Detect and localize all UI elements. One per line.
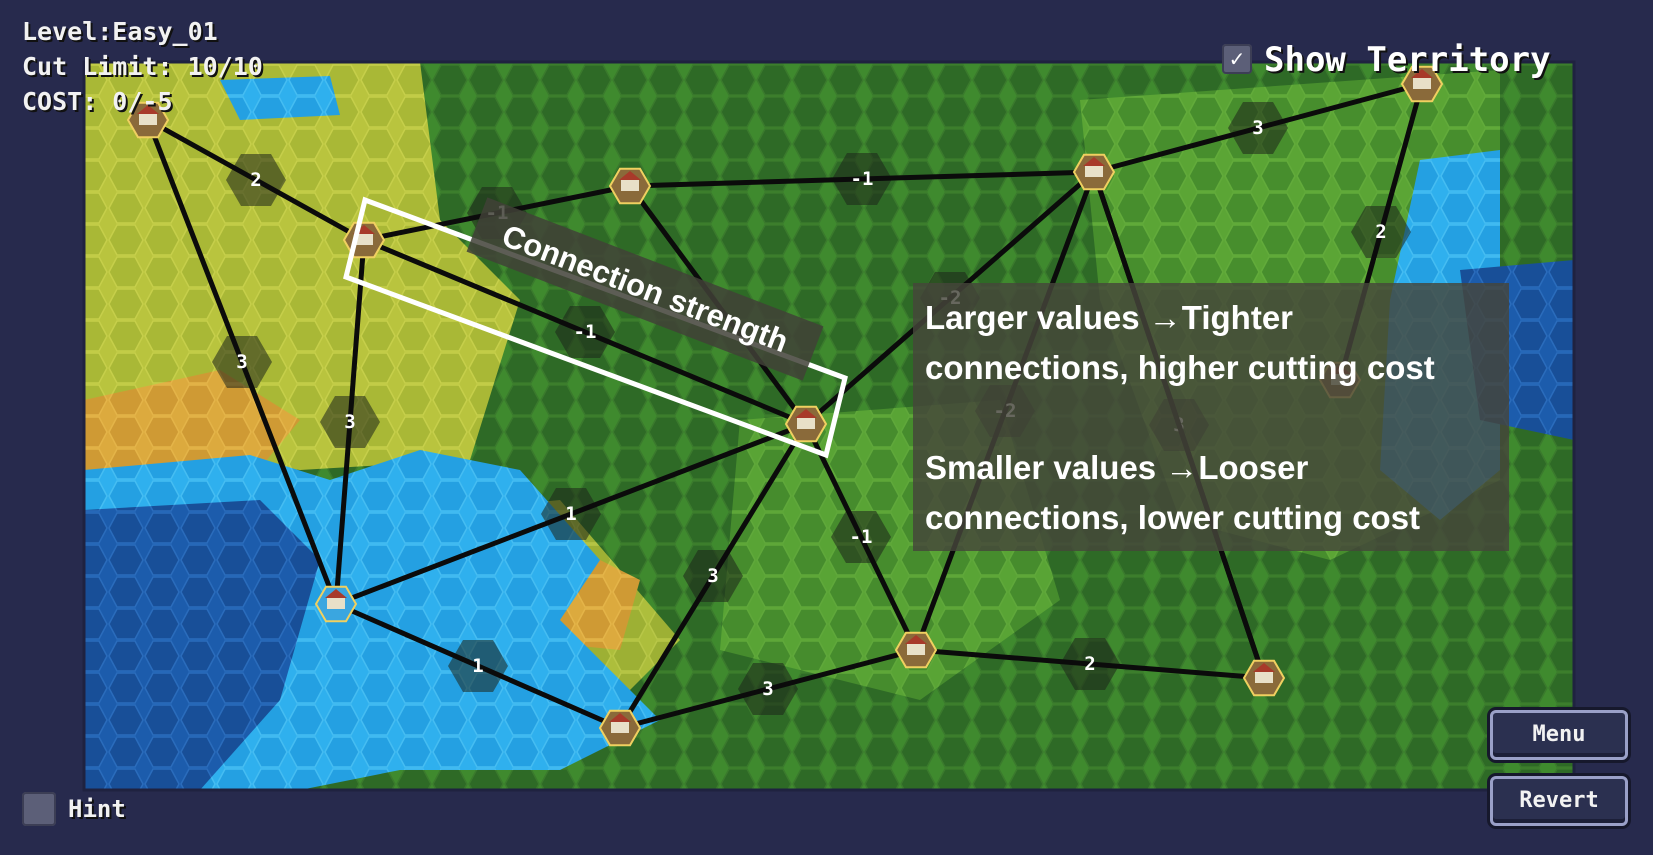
house-icon bbox=[1085, 166, 1103, 177]
callout-larger-line-1: Larger values →Tighter bbox=[925, 299, 1294, 336]
edge-weight-label: 2 bbox=[1375, 221, 1386, 243]
edge-weight-label: 2 bbox=[1084, 653, 1095, 675]
callout-smaller-text: Smaller values →Looser connections, lowe… bbox=[925, 443, 1420, 543]
village-icon[interactable] bbox=[126, 101, 170, 139]
edge-weight-label: 3 bbox=[762, 678, 773, 700]
house-icon bbox=[139, 114, 157, 125]
village-icon[interactable] bbox=[1400, 65, 1444, 103]
callout-smaller-line-2: connections, lower cutting cost bbox=[925, 499, 1421, 536]
village-icon[interactable] bbox=[598, 709, 642, 747]
menu-button[interactable]: Menu bbox=[1490, 710, 1628, 760]
edge-weight-label: 1 bbox=[472, 655, 483, 677]
edge-n1-n2[interactable] bbox=[146, 117, 366, 243]
roof-icon bbox=[619, 171, 641, 180]
edge-weight-label: 2 bbox=[250, 169, 261, 191]
roof-icon bbox=[1083, 157, 1105, 166]
edge-n3-n4[interactable] bbox=[629, 169, 1095, 189]
roof-icon bbox=[1411, 69, 1433, 78]
edge-weight-label: 3 bbox=[1252, 117, 1263, 139]
cost-label: COST: 0/-5 bbox=[22, 87, 173, 116]
house-icon bbox=[907, 644, 925, 655]
roof-icon bbox=[325, 589, 347, 598]
edge-weight-label: -1 bbox=[574, 321, 597, 343]
house-icon bbox=[1413, 78, 1431, 89]
edge-n4-n5[interactable] bbox=[1093, 81, 1423, 175]
house-icon bbox=[355, 234, 373, 245]
checkmark-icon: ✓ bbox=[1228, 47, 1246, 71]
hint-checkbox[interactable] bbox=[22, 792, 56, 826]
roof-icon bbox=[905, 635, 927, 644]
edge-n6-n8[interactable] bbox=[803, 422, 919, 652]
hint-label[interactable]: Hint bbox=[68, 795, 126, 823]
roof-icon bbox=[137, 105, 159, 114]
edge-weight-label: 3 bbox=[344, 411, 355, 433]
terrain-pond-north bbox=[220, 76, 340, 120]
show-territory-label[interactable]: Show Territory bbox=[1264, 40, 1551, 80]
edge-n2-n11[interactable] bbox=[333, 239, 367, 605]
show-territory-checkbox[interactable]: ✓ bbox=[1222, 44, 1252, 74]
edge-n1-n11[interactable] bbox=[145, 119, 339, 605]
edge-n11-n7[interactable] bbox=[334, 601, 622, 731]
map-border bbox=[82, 60, 1576, 792]
edge-weight-label: -1 bbox=[851, 168, 874, 190]
village-icon[interactable] bbox=[1072, 153, 1116, 191]
terrain-plains bbox=[84, 62, 520, 470]
level-label: Level:Easy_01 bbox=[22, 17, 218, 46]
edge-n8-n9[interactable] bbox=[915, 647, 1265, 681]
village-icon[interactable] bbox=[608, 167, 652, 205]
house-icon bbox=[1255, 672, 1273, 683]
callout-larger-line-2: connections, higher cutting cost bbox=[925, 349, 1435, 386]
house-icon bbox=[797, 418, 815, 429]
house-icon bbox=[327, 598, 345, 609]
village-icon[interactable] bbox=[784, 405, 828, 443]
edge-weight-label: 3 bbox=[707, 565, 718, 587]
revert-button[interactable]: Revert bbox=[1490, 776, 1628, 826]
callout-larger-text: Larger values →Tighter connections, high… bbox=[925, 293, 1435, 393]
roof-icon bbox=[609, 713, 631, 722]
edge-n7-n8[interactable] bbox=[619, 647, 917, 731]
edge-n2-n6[interactable] bbox=[363, 237, 807, 427]
village-icon[interactable] bbox=[1242, 659, 1286, 697]
edge-weight-label: 1 bbox=[565, 503, 576, 525]
house-icon bbox=[611, 722, 629, 733]
port-village-icon[interactable] bbox=[314, 585, 358, 623]
edge-n6-n7[interactable] bbox=[617, 422, 809, 730]
village-icon[interactable] bbox=[894, 631, 938, 669]
terrain-deep-water bbox=[84, 500, 320, 790]
cut-limit-label: Cut Limit: 10/10 bbox=[22, 52, 263, 81]
explanation-callout: Larger values →Tighter connections, high… bbox=[913, 283, 1509, 551]
roof-icon bbox=[795, 409, 817, 418]
roof-icon bbox=[1253, 663, 1275, 672]
edge-weight-label: 3 bbox=[236, 351, 247, 373]
edge-weight-label: -1 bbox=[850, 526, 873, 548]
edge-n6-n11[interactable] bbox=[335, 421, 807, 607]
house-icon bbox=[621, 180, 639, 191]
callout-smaller-line-1: Smaller values →Looser bbox=[925, 449, 1309, 486]
